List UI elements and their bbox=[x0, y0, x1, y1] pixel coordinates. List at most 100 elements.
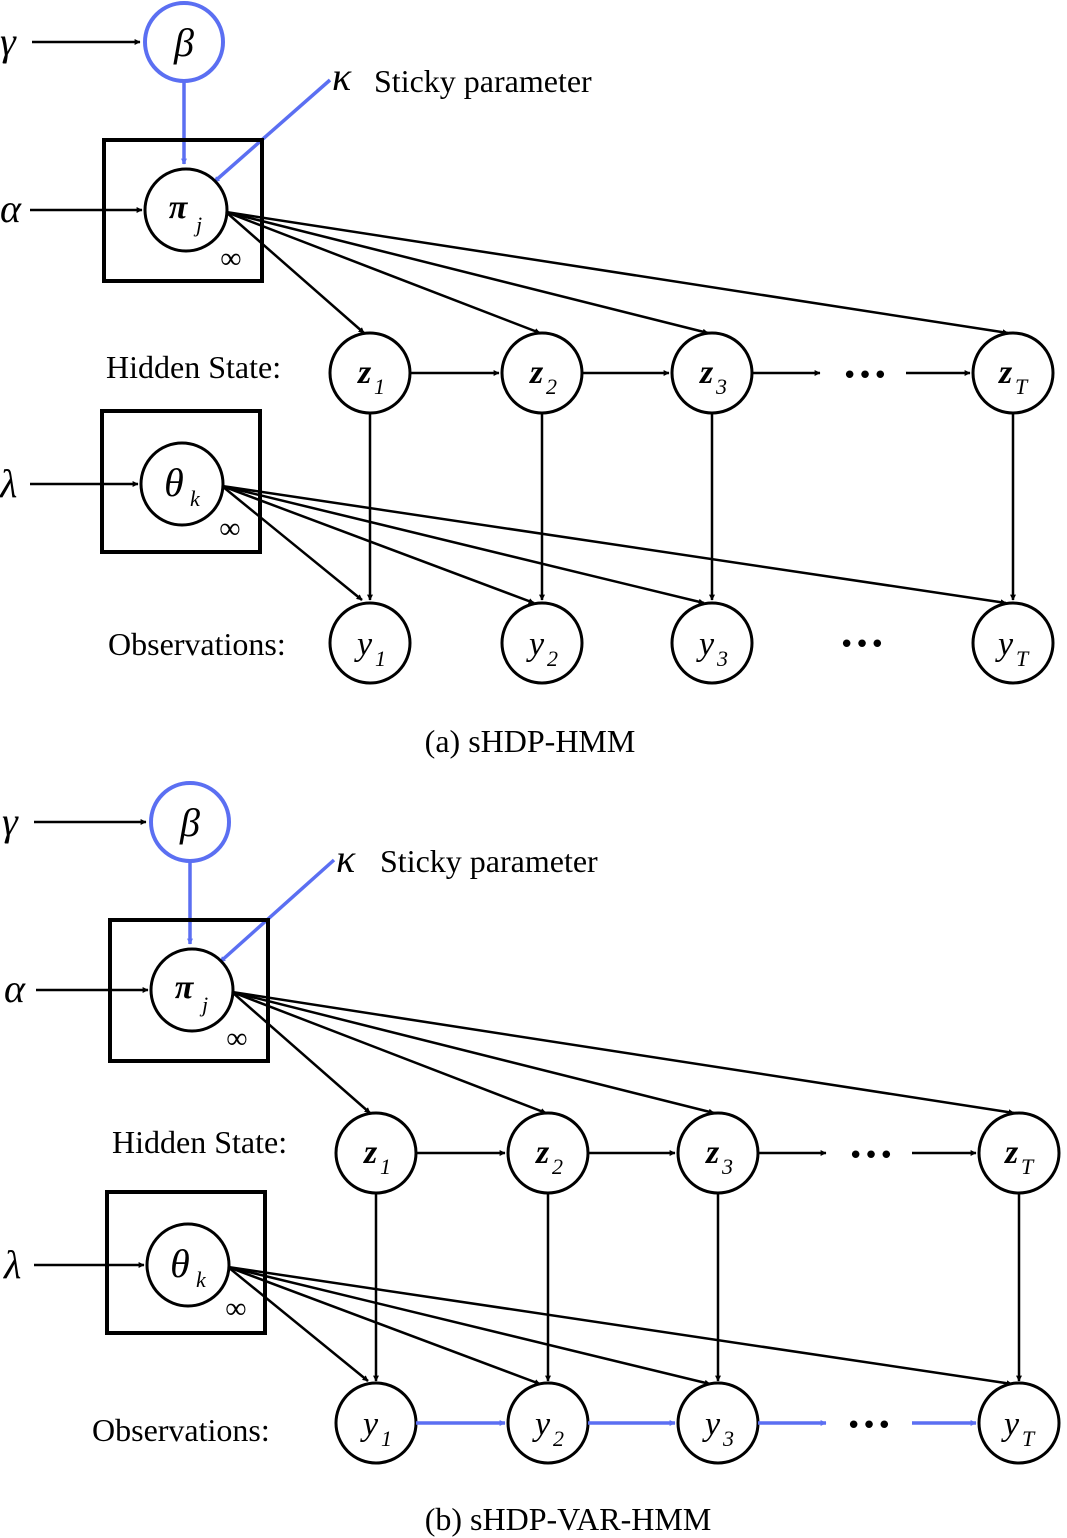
edge-pi-zT bbox=[225, 210, 1009, 336]
pi-sub: j bbox=[193, 212, 202, 237]
theta-sub-b: k bbox=[196, 1267, 207, 1292]
beta-label: β bbox=[173, 20, 194, 65]
y1-sub-b: 1 bbox=[381, 1426, 392, 1451]
lambda-symbol: λ bbox=[0, 461, 17, 506]
alpha-symbol: α bbox=[0, 186, 22, 231]
plate-pi-infinity-b: ∞ bbox=[226, 1022, 247, 1055]
hidden-state-label-b: Hidden State: bbox=[112, 1124, 287, 1160]
yT-node bbox=[971, 601, 1055, 685]
pi-main-b: π bbox=[175, 969, 195, 1006]
pi-node-text-b: π bbox=[175, 969, 195, 1006]
sticky-parameter-label: Sticky parameter bbox=[374, 63, 592, 99]
alpha-symbol-b: α bbox=[4, 966, 26, 1011]
theta-main-b: θ bbox=[170, 1241, 190, 1286]
lambda-symbol-b: λ bbox=[3, 1242, 21, 1287]
gamma-symbol-b: γ bbox=[2, 799, 19, 844]
edge-kappa-pi-b bbox=[218, 858, 336, 964]
plate-theta bbox=[100, 409, 262, 554]
theta-node bbox=[139, 441, 225, 527]
observations-ellipsis: ••• bbox=[839, 630, 885, 660]
z3-sub-b: 3 bbox=[721, 1154, 733, 1179]
theta-node-b bbox=[145, 1222, 231, 1308]
caption-a: (a) sHDP-HMM bbox=[425, 723, 636, 759]
y3-sub-b: 3 bbox=[722, 1426, 734, 1451]
kappa-symbol-b: κ bbox=[336, 836, 356, 881]
edge-pi-z3 bbox=[225, 210, 709, 335]
edge-pi-z2-b bbox=[231, 990, 547, 1115]
panel-a: γ β κ Sticky parameter α π j ∞ Hidden St… bbox=[0, 1, 1055, 759]
observations-label: Observations: bbox=[108, 626, 286, 662]
pi-node bbox=[143, 167, 229, 253]
y2-main: y bbox=[526, 626, 545, 663]
edge-theta-yT bbox=[221, 484, 1007, 606]
edge-theta-y3 bbox=[221, 484, 705, 605]
theta-main: θ bbox=[164, 460, 184, 505]
z1-sub: 1 bbox=[374, 374, 385, 399]
z3-main: z bbox=[699, 354, 714, 391]
hidden-ellipsis-b: ••• bbox=[848, 1141, 894, 1171]
pi-sub-b: j bbox=[199, 992, 208, 1017]
z2-main-b: z bbox=[535, 1134, 550, 1171]
panel-b: γ β κ Sticky parameter α π j ∞ Hidden St… bbox=[2, 781, 1061, 1537]
hidden-ellipsis: ••• bbox=[842, 361, 888, 391]
yT-main-b: y bbox=[1001, 1406, 1020, 1443]
yT-sub-b: T bbox=[1022, 1426, 1036, 1451]
z2-sub-b: 2 bbox=[552, 1154, 563, 1179]
theta-sub: k bbox=[190, 486, 201, 511]
edge-pi-z1 bbox=[225, 211, 365, 334]
z1-sub-b: 1 bbox=[380, 1154, 391, 1179]
plate-theta-infinity-b: ∞ bbox=[225, 1292, 246, 1325]
yT-sub: T bbox=[1016, 646, 1030, 671]
y2-sub-b: 2 bbox=[553, 1426, 564, 1451]
z1-main: z bbox=[357, 354, 372, 391]
edge-theta-yT-b bbox=[227, 1265, 1013, 1387]
y1-node bbox=[328, 601, 412, 685]
observations-ellipsis-b: ••• bbox=[846, 1411, 892, 1441]
y3-main-b: y bbox=[702, 1406, 721, 1443]
zT-sub: T bbox=[1015, 374, 1029, 399]
zT-sub-b: T bbox=[1021, 1154, 1035, 1179]
y1-sub: 1 bbox=[375, 646, 386, 671]
plate-theta-b bbox=[105, 1190, 267, 1335]
plate-pi-infinity: ∞ bbox=[220, 242, 241, 275]
edge-theta-y2 bbox=[221, 484, 535, 605]
pi-node-b bbox=[149, 947, 235, 1033]
caption-b: (b) sHDP-VAR-HMM bbox=[425, 1501, 712, 1537]
edge-theta-y2-b bbox=[227, 1265, 541, 1386]
zT-main: z bbox=[998, 354, 1013, 391]
pi-main: π bbox=[169, 189, 189, 226]
z2-sub: 2 bbox=[546, 374, 557, 399]
edge-kappa-pi bbox=[212, 78, 332, 184]
y3-main: y bbox=[696, 626, 715, 663]
observations-label-b: Observations: bbox=[92, 1412, 270, 1448]
zT-node bbox=[971, 331, 1055, 415]
hidden-state-label: Hidden State: bbox=[106, 349, 281, 385]
y1-main-b: y bbox=[360, 1406, 379, 1443]
y3-node bbox=[670, 601, 754, 685]
gamma-symbol: γ bbox=[0, 19, 17, 64]
kappa-symbol: κ bbox=[332, 54, 352, 99]
beta-label-b: β bbox=[179, 800, 200, 845]
z1-main-b: z bbox=[363, 1134, 378, 1171]
plate-theta-infinity: ∞ bbox=[219, 512, 240, 545]
edge-theta-y1 bbox=[221, 485, 363, 601]
y1-main: y bbox=[354, 626, 373, 663]
pi-node-text: π bbox=[169, 189, 189, 226]
edge-theta-y1-b bbox=[227, 1266, 369, 1382]
yT-node-b bbox=[977, 1381, 1061, 1465]
edge-theta-y3-b bbox=[227, 1265, 711, 1386]
zT-node-b bbox=[977, 1111, 1061, 1195]
yT-main: y bbox=[995, 626, 1014, 663]
edge-pi-zT-b bbox=[231, 990, 1015, 1116]
zT-main-b: z bbox=[1004, 1134, 1019, 1171]
z3-main-b: z bbox=[705, 1134, 720, 1171]
z2-main: z bbox=[529, 354, 544, 391]
sticky-parameter-label-b: Sticky parameter bbox=[380, 843, 598, 879]
y2-main-b: y bbox=[532, 1406, 551, 1443]
y3-sub: 3 bbox=[716, 646, 728, 671]
edge-pi-z1-b bbox=[231, 991, 371, 1114]
z3-sub: 3 bbox=[715, 374, 727, 399]
edge-pi-z2 bbox=[225, 210, 541, 335]
y2-sub: 2 bbox=[547, 646, 558, 671]
